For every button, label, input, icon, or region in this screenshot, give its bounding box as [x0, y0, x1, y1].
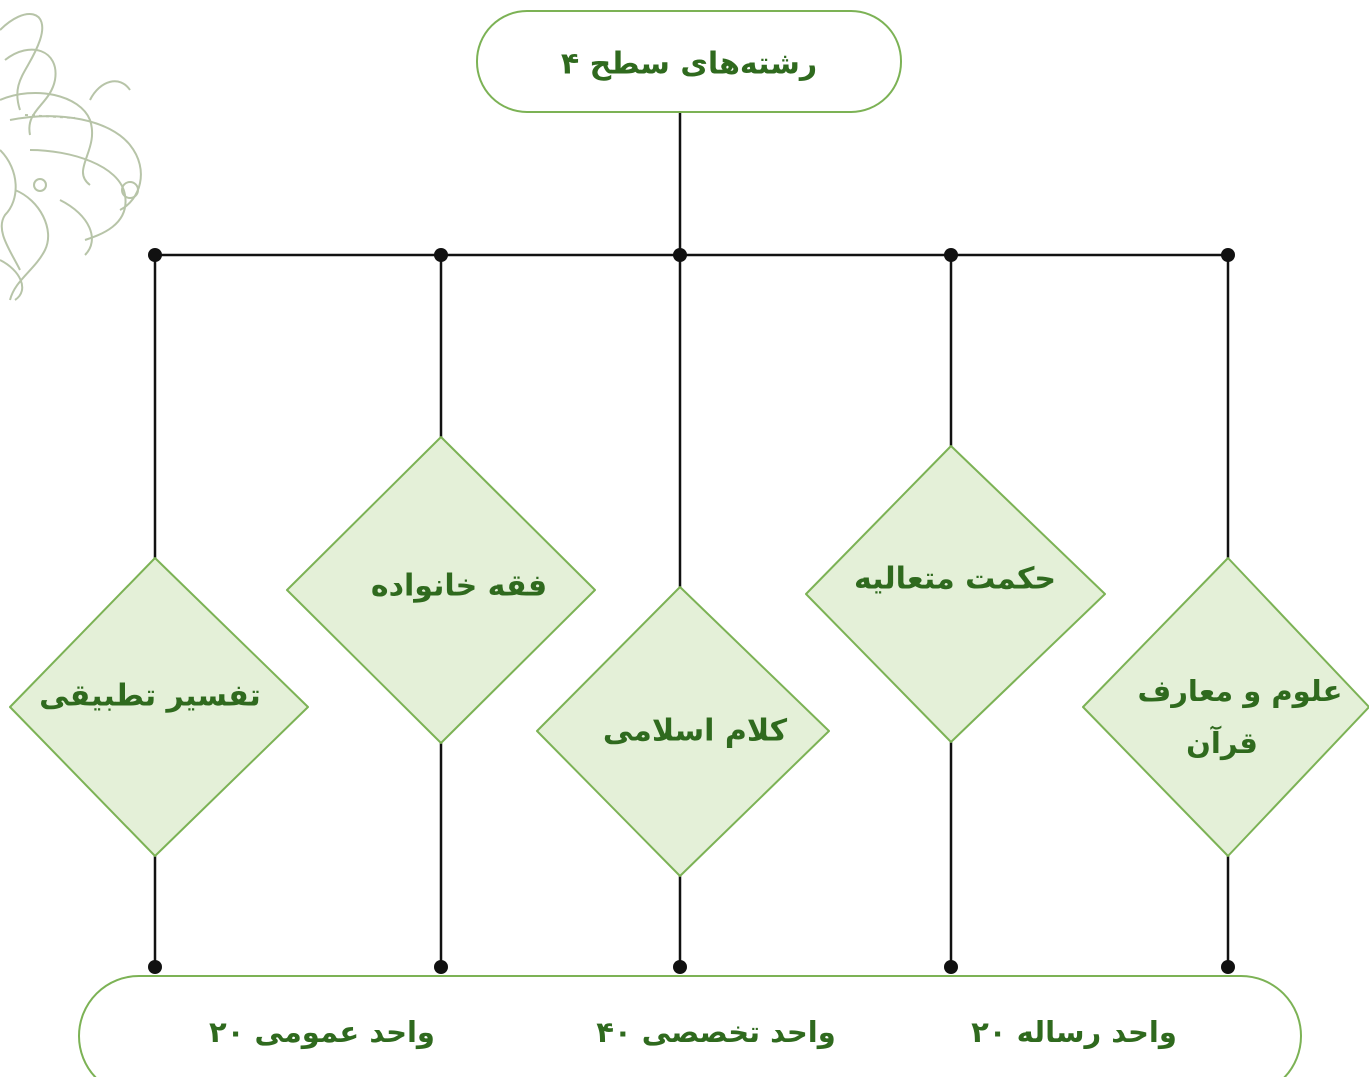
- branch-diamond: [9, 557, 309, 857]
- branch-diamond: [286, 436, 596, 744]
- junction-dot: [434, 248, 448, 262]
- junction-dot: [944, 960, 958, 974]
- floral-ornament-icon: [0, 13, 142, 301]
- title-node: رشته‌های سطح ۴: [476, 10, 902, 113]
- branch-label: فقه خانواده: [371, 569, 547, 604]
- title-box: [476, 10, 902, 113]
- junction-dot: [1221, 960, 1235, 974]
- junction-dot: [944, 248, 958, 262]
- branch-diamond: [536, 586, 830, 877]
- junction-dot: [1221, 248, 1235, 262]
- branch-diamond: [1082, 557, 1369, 857]
- junction-dots: [148, 248, 1235, 974]
- branch-node-5: علوم و معارف قرآن: [1082, 557, 1369, 857]
- footer-general-units: ۲۰ واحد عمومی: [209, 1015, 435, 1049]
- connector-lines: [153, 112, 1230, 967]
- branch-label-line-1: علوم و معارف: [1138, 674, 1343, 708]
- branch-label: حکمت متعالیه: [854, 562, 1056, 597]
- title-label: رشته‌های سطح ۴: [561, 47, 817, 82]
- branch-label: تفسیر تطبیقی: [39, 679, 261, 714]
- footer-thesis-units: ۲۰ واحد رساله: [971, 1015, 1177, 1049]
- footer-specialized-units: ۴۰ واحد تخصصی: [596, 1015, 836, 1049]
- footer-box: [78, 975, 1302, 1077]
- junction-dot: [673, 960, 687, 974]
- branch-node-4: حکمت متعالیه: [805, 445, 1106, 743]
- branch-label: کلام اسلامی: [603, 714, 788, 749]
- footer-node: ۲۰ واحد عمومی ۴۰ واحد تخصصی ۲۰ واحد رسال…: [78, 975, 1302, 1077]
- branch-diamond: [805, 445, 1106, 743]
- branch-node-1: تفسیر تطبیقی: [9, 557, 309, 857]
- branch-node-2: فقه خانواده: [286, 436, 596, 744]
- junction-dot: [673, 248, 687, 262]
- junction-dot: [148, 248, 162, 262]
- junction-dot: [148, 960, 162, 974]
- branch-label-line-2: قرآن: [1186, 725, 1258, 760]
- branch-node-3: کلام اسلامی: [536, 586, 830, 877]
- junction-dot: [434, 960, 448, 974]
